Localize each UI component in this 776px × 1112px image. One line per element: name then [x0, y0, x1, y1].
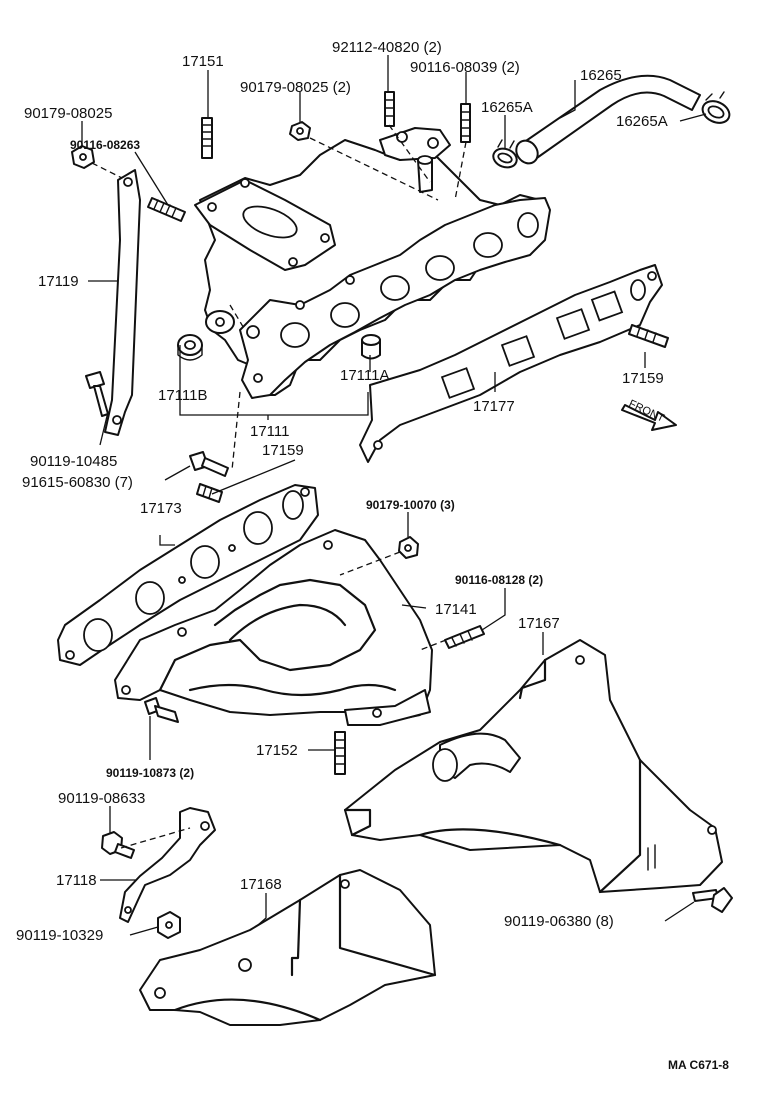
- plug-17111b: [177, 334, 203, 361]
- gasket-17177: [359, 264, 663, 463]
- bolt-90119-10485: [85, 371, 109, 417]
- front-direction-arrow: FRONT: [621, 398, 677, 431]
- stud-17151: [201, 117, 213, 159]
- label-16265: 16265: [580, 67, 622, 84]
- label-17151: 17151: [182, 53, 224, 70]
- label-90119-10485: 90119-10485: [30, 453, 117, 470]
- label-17111: 17111: [250, 423, 290, 440]
- hose-16265: [515, 74, 701, 165]
- label-92112-40820: 92112-40820 (2): [332, 39, 442, 56]
- label-90116-08128: 90116-08128 (2): [455, 573, 543, 587]
- manifold-stay-17119: [104, 169, 141, 436]
- stud-17159-right: [628, 324, 669, 348]
- label-17168: 17168: [240, 876, 282, 893]
- label-17118: 17118: [56, 872, 97, 889]
- label-17152: 17152: [256, 742, 298, 759]
- label-17159-left: 17159: [262, 442, 304, 459]
- label-90119-06380: 90119-06380 (8): [504, 913, 614, 930]
- front-label: FRONT: [627, 398, 667, 425]
- stud-17159-left: [196, 483, 223, 503]
- label-90119-10873: 90119-10873 (2): [106, 766, 194, 780]
- bolt-90119-10873: [144, 697, 179, 723]
- label-90116-08263: 90116-08263: [70, 138, 140, 152]
- label-90179-08025-pair: 90179-08025 (2): [240, 79, 351, 96]
- label-16265a-left: 16265A: [481, 99, 533, 116]
- stud-90116-08039: [460, 103, 471, 143]
- label-90119-08633: 90119-08633: [58, 790, 145, 807]
- stud-90116-08128: [444, 625, 485, 649]
- stud-17152: [334, 731, 346, 775]
- leader-lines: [81, 55, 707, 936]
- label-17111b: 17111B: [158, 387, 208, 404]
- gasket-17173: [57, 484, 319, 666]
- dashed-alignment-lines: [91, 124, 467, 849]
- manifold-stay-17118: [119, 807, 216, 923]
- label-17177: 17177: [473, 398, 515, 415]
- clamp-16265a-right: [701, 91, 731, 124]
- nut-90179-10070: [398, 536, 419, 559]
- plug-17111a: [361, 334, 381, 360]
- nut-90179-08025-pair: [289, 121, 311, 141]
- label-90119-10329: 90119-10329: [16, 927, 103, 944]
- heat-insulator-17167: [343, 639, 723, 894]
- bolt-91615-60830: [189, 451, 229, 477]
- bolt-90119-06380: [692, 887, 733, 913]
- stud-90116-08263: [147, 197, 186, 222]
- label-17141: 17141: [435, 601, 477, 618]
- bolt-90119-08633: [101, 831, 135, 859]
- label-90179-10070: 90179-10070 (3): [366, 498, 455, 512]
- label-90179-08025: 90179-08025: [24, 105, 112, 122]
- label-17111a: 17111A: [340, 367, 390, 384]
- heat-insulator-17168: [139, 869, 437, 1026]
- label-17119: 17119: [38, 273, 79, 290]
- label-17173: 17173: [140, 500, 182, 517]
- exhaust-manifold-17141: [114, 529, 433, 726]
- label-17159-right: 17159: [622, 370, 664, 387]
- part-labels: 17151 92112-40820 (2) 90116-08039 (2) 90…: [16, 39, 729, 1072]
- label-90116-08039: 90116-08039 (2): [410, 59, 520, 76]
- label-17167: 17167: [518, 615, 560, 632]
- intake-manifold-17111: [194, 127, 551, 399]
- clamp-16265a-left: [492, 139, 518, 169]
- label-91615-60830: 91615-60830 (7): [22, 474, 133, 491]
- bolt-90119-10329: [157, 911, 181, 939]
- label-16265a-right: 16265A: [616, 113, 668, 130]
- stud-92112: [384, 91, 395, 127]
- diagram-code: MA C671-8: [668, 1058, 729, 1072]
